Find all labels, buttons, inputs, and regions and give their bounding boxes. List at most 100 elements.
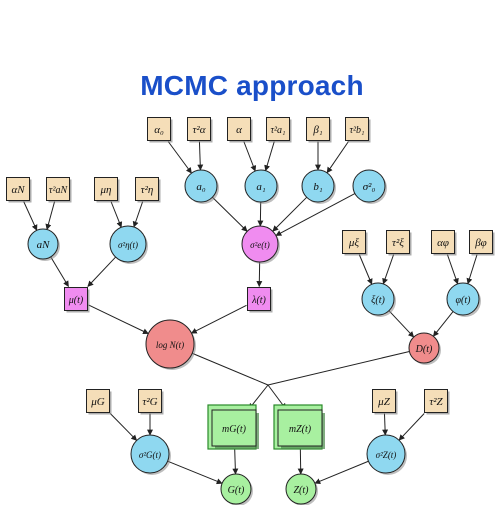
- node-label-tau_eta: τ²η: [141, 184, 154, 196]
- edge-phi_t-to-Dt: [432, 311, 454, 337]
- node-label-sigma0: σ²₀: [363, 181, 376, 193]
- node-Z_t[interactable]: Z(t): [285, 473, 318, 505]
- edge-tau_eta-to-sigma_eta: [132, 201, 144, 228]
- edge-sigma_Z-to-Z_t: [314, 460, 369, 485]
- edge-mu_xi-to-xi_t: [358, 254, 373, 285]
- node-beta1[interactable]: β₁: [306, 117, 332, 143]
- node-label-tau_xi: τ²ξ: [392, 237, 404, 249]
- node-aN[interactable]: aN: [27, 228, 60, 261]
- node-Dt[interactable]: D(t): [408, 332, 441, 365]
- node-label-mu_xi: μξ: [348, 237, 360, 249]
- node-sigma_e[interactable]: σ²e(t): [241, 225, 280, 264]
- edge-mG_t-to-G_t: [232, 446, 239, 475]
- node-phi_t[interactable]: φ(t): [446, 282, 481, 317]
- node-tau_Z[interactable]: τ²Z: [424, 389, 450, 415]
- node-label-sigma_e: σ²e(t): [250, 240, 270, 250]
- edge-logN-to-JUNC: [191, 352, 269, 386]
- edge-mu_G-to-sigma_G: [109, 413, 138, 441]
- node-label-alpha0: α₀: [154, 124, 164, 136]
- node-alpha0[interactable]: α₀: [147, 117, 173, 143]
- node-sigma_eta[interactable]: σ²η(t): [109, 225, 148, 264]
- node-label-mu_eta: μη: [100, 184, 112, 196]
- node-sigma0[interactable]: σ²₀: [352, 169, 387, 204]
- node-beta_phi[interactable]: βφ: [469, 230, 495, 256]
- node-mu_G[interactable]: μG: [86, 389, 112, 415]
- node-label-mG_t: mG(t): [222, 424, 247, 435]
- edges-layer: [23, 141, 478, 485]
- node-tau_alpha[interactable]: τ²α: [187, 117, 213, 143]
- node-label-Z_t: Z(t): [294, 485, 310, 496]
- edge-tau_aN-to-aN: [45, 201, 56, 231]
- node-lambda_t[interactable]: λ(t): [247, 287, 273, 313]
- node-label-logN: log N(t): [156, 340, 184, 350]
- node-tau_a1[interactable]: τ²a₁: [266, 117, 292, 143]
- edge-alpha0-to-a0: [167, 141, 192, 174]
- node-xi_t[interactable]: ξ(t): [361, 282, 396, 317]
- node-label-lambda_t: λ(t): [251, 295, 266, 306]
- edge-Dt-to-JUNC: [267, 350, 410, 386]
- node-label-xi_t: ξ(t): [371, 295, 385, 306]
- node-mZ_t[interactable]: mZ(t): [273, 404, 325, 450]
- edge-sigma0-to-sigma_e: [275, 193, 356, 236]
- edge-a0-to-sigma_e: [212, 196, 248, 232]
- edge-beta_phi-to-phi_t: [466, 254, 478, 285]
- node-label-a0: a₀: [196, 181, 206, 193]
- node-tau_xi[interactable]: τ²ξ: [386, 230, 412, 256]
- edge-aN-to-mu_t: [50, 256, 69, 288]
- node-label-alpha: α: [236, 124, 242, 136]
- node-G_t[interactable]: G(t): [220, 473, 253, 505]
- node-label-sigma_eta: σ²η(t): [118, 240, 138, 250]
- node-tau_b1[interactable]: τ²b₁: [345, 117, 371, 143]
- node-sigma_G[interactable]: σ²G(t): [130, 434, 171, 475]
- node-alphaN[interactable]: αN: [6, 177, 32, 203]
- node-label-tau_G: τ²G: [142, 396, 157, 408]
- edge-sigma_G-to-G_t: [167, 460, 223, 485]
- node-a0[interactable]: a₀: [184, 169, 219, 204]
- node-alpha[interactable]: α: [227, 117, 253, 143]
- node-label-G_t: G(t): [228, 485, 245, 496]
- node-label-mu_G: μG: [90, 396, 105, 408]
- node-b1[interactable]: b₁: [301, 169, 336, 204]
- node-label-tau_b1: τ²b₁: [349, 125, 364, 136]
- node-mG_t[interactable]: mG(t): [207, 404, 259, 450]
- node-label-sigma_Z: σ²Z(t): [376, 450, 397, 460]
- node-label-aN: aN: [37, 239, 51, 251]
- node-label-phi_t: φ(t): [456, 295, 472, 306]
- node-mu_xi[interactable]: μξ: [342, 230, 368, 256]
- node-a1[interactable]: a₁: [244, 169, 279, 204]
- node-label-tau_aN: τ²aN: [49, 185, 69, 196]
- node-logN[interactable]: log N(t): [145, 319, 196, 370]
- node-sigma_Z[interactable]: σ²Z(t): [366, 434, 407, 475]
- edge-tau_b1-to-b1: [326, 141, 349, 174]
- node-label-tau_a1: τ²a₁: [270, 125, 285, 136]
- edge-alphaN-to-aN: [23, 201, 38, 231]
- node-tau_eta[interactable]: τ²η: [135, 177, 161, 203]
- node-label-a1: a₁: [256, 181, 266, 193]
- edge-mu_t-to-logN: [88, 304, 149, 335]
- node-label-beta_phi: βφ: [474, 237, 487, 249]
- node-label-beta1: β₁: [312, 124, 322, 136]
- page-title: MCMC approach: [140, 70, 364, 101]
- node-label-mu_t: μ(t): [68, 295, 84, 306]
- node-mu_Z[interactable]: μZ: [372, 389, 398, 415]
- edge-b1-to-sigma_e: [272, 196, 308, 232]
- node-label-alphaN: αN: [11, 184, 25, 196]
- edge-tau_Z-to-sigma_Z: [398, 413, 425, 441]
- node-label-b1: b₁: [313, 181, 323, 193]
- node-mu_t[interactable]: μ(t): [64, 287, 90, 313]
- node-label-Dt: D(t): [415, 344, 433, 355]
- node-tau_G[interactable]: τ²G: [138, 389, 164, 415]
- node-label-tau_Z: τ²Z: [429, 396, 443, 408]
- nodes-layer: α₀ τ²α α τ²a₁ β₁ τ²b₁ αN τ²aN μη τ²η a₀ a₁ b₁ σ²₀ aN σ²…: [6, 117, 495, 505]
- node-mu_eta[interactable]: μη: [94, 177, 120, 203]
- edge-tau_alpha-to-a0: [197, 141, 204, 171]
- edge-sigma_eta-to-mu_t: [87, 256, 116, 287]
- edge-mu_eta-to-sigma_eta: [110, 201, 123, 228]
- node-tau_aN[interactable]: τ²aN: [46, 177, 72, 203]
- edge-lambda_t-to-logN: [190, 304, 247, 334]
- edge-mu_Z-to-sigma_Z: [382, 413, 389, 436]
- node-alpha_phi[interactable]: αφ: [431, 230, 457, 256]
- edge-alpha-to-a1: [243, 141, 257, 172]
